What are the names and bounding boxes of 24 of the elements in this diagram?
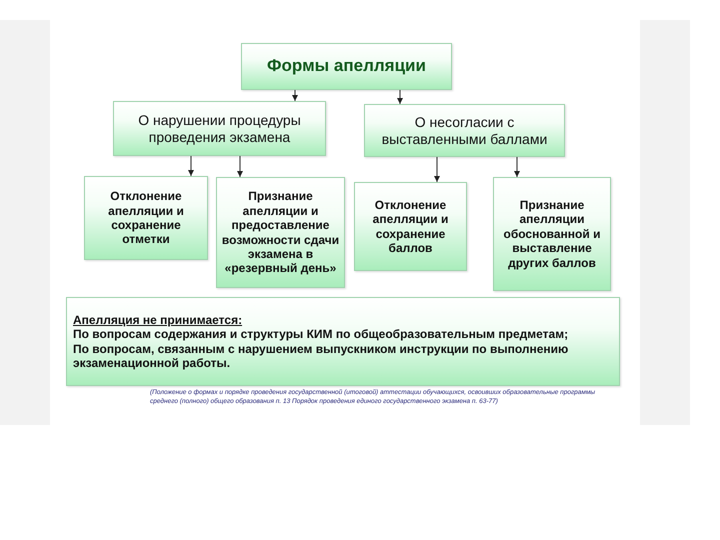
box-text: Формы апелляции xyxy=(267,56,426,77)
process-box xyxy=(113,101,326,156)
note-text: По вопросам, связанным с нарушением выпускником инструкции по выполнению экзаменационной работы. xyxy=(73,342,570,370)
arrow xyxy=(434,156,440,182)
box-text: Признание апелляции и предоставление возможности сдачи экзамена в «резервный день» xyxy=(220,189,340,276)
box-text: Признание апелляции обоснованной и выставление других баллов xyxy=(502,198,602,270)
process-box xyxy=(354,182,467,271)
process-box xyxy=(364,104,565,157)
process-box xyxy=(84,176,208,260)
note-heading: Апелляция не принимается: xyxy=(73,312,242,328)
arrow xyxy=(237,156,243,178)
box-text: Отклонение апелляции и сохранение баллов xyxy=(372,198,450,256)
note-text: По вопросам содержания и структуры КИМ по общеобразовательным предметам; xyxy=(73,327,568,342)
arrow xyxy=(188,156,194,176)
arrow xyxy=(514,156,520,178)
arrow xyxy=(292,90,298,102)
title-box xyxy=(241,43,452,90)
arrow xyxy=(397,90,403,104)
box-text: Отклонение апелляции и сохранение отметки xyxy=(107,189,185,247)
box-text: О несогласии с выставленными баллами xyxy=(380,114,548,148)
box-text: О нарушении процедуры проведения экзамена xyxy=(137,112,302,146)
note-box xyxy=(66,297,620,386)
process-box xyxy=(216,177,345,288)
process-box xyxy=(493,177,611,291)
